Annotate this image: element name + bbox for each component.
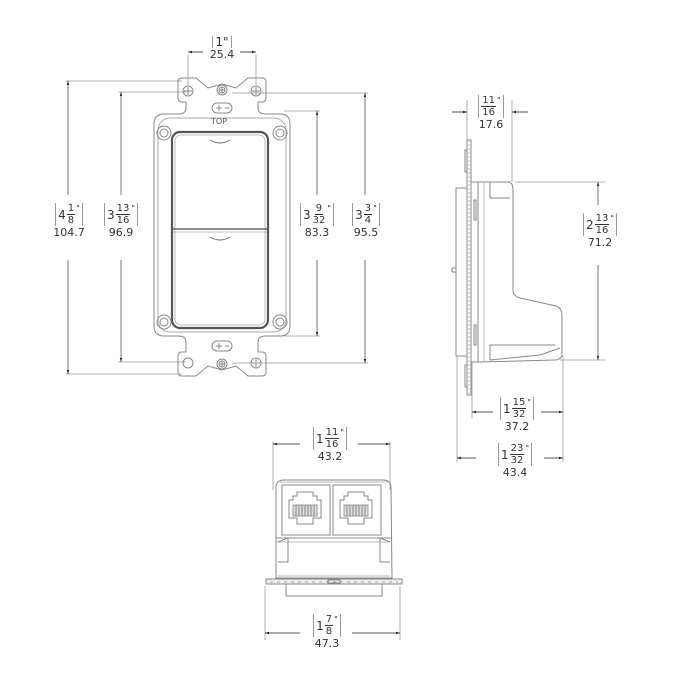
bottom-view	[265, 479, 403, 597]
dim-mm-value: 96.9	[108, 226, 134, 239]
dim-mm-value: 104.7	[53, 226, 85, 239]
dim-mm-value: 95.5	[353, 226, 379, 239]
dim-mm-value: 25.4	[209, 48, 235, 61]
side-view	[451, 139, 563, 396]
dim-mount-hole-spacing: 1" 25.4	[200, 36, 244, 60]
dim-mm-value: 43.4	[502, 466, 528, 479]
front-view	[153, 77, 291, 377]
dim-mm-value: 17.6	[478, 118, 504, 131]
dim-inch-value: 1"	[215, 35, 229, 49]
dim-mm-value: 37.2	[504, 420, 530, 433]
dim-mm-value: 83.3	[304, 226, 330, 239]
rj-port-2-icon	[339, 491, 373, 525]
dim-mm-value: 47.3	[314, 637, 340, 650]
rj-port-1-icon	[288, 491, 322, 525]
dim-mm-value: 71.2	[587, 236, 613, 249]
mounting-strap-outline	[153, 77, 291, 377]
dim-mm-value: 43.2	[317, 450, 343, 463]
top-marker-label: TOP	[211, 117, 228, 126]
bottom-view-dimensions	[264, 442, 401, 640]
front-view-dimensions	[66, 50, 368, 375]
side-view-dimensions	[452, 100, 605, 462]
paddle-insert	[170, 130, 270, 330]
